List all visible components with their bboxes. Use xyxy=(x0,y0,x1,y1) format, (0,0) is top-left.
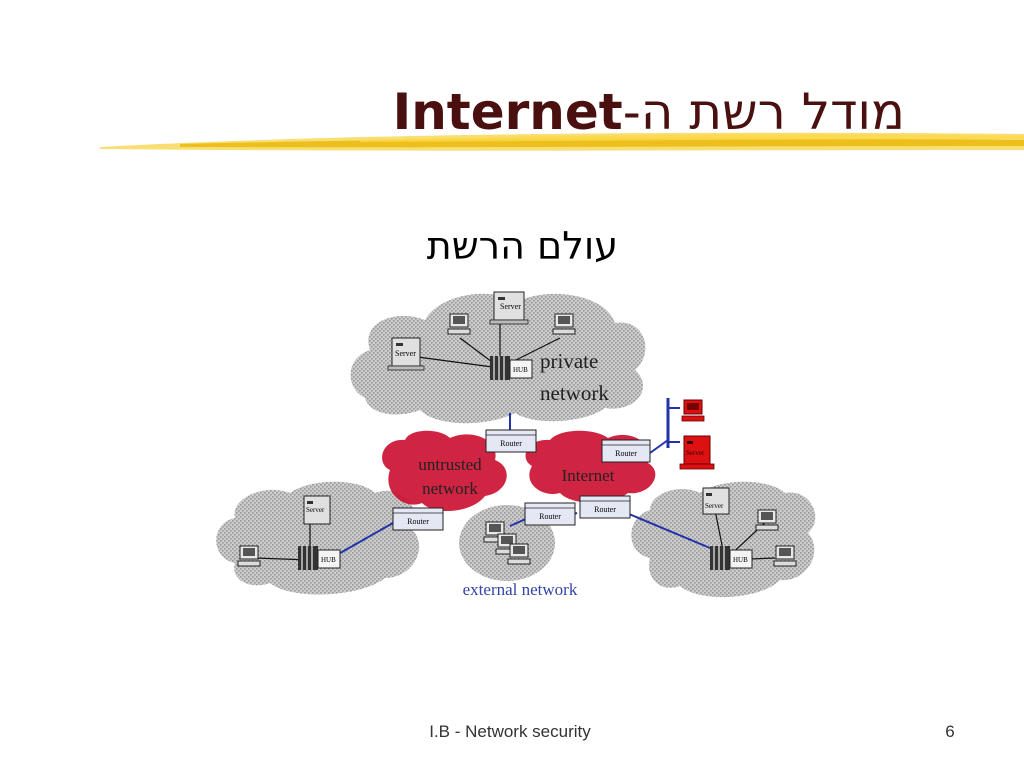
hub-label: HUB xyxy=(513,366,528,374)
router-label: Router xyxy=(500,439,522,448)
untrusted-network-label-line2: network xyxy=(422,479,478,498)
router-left: Router xyxy=(392,507,444,531)
slide-subtitle: עולם הרשת xyxy=(426,224,618,268)
title-underline-stroke xyxy=(100,132,1024,151)
internet-label: Internet xyxy=(562,466,615,485)
router-red-side: Router xyxy=(601,439,651,463)
network-diagram: Server Server Server Server Server HUB xyxy=(216,291,816,599)
left-lan-cloud xyxy=(216,481,420,595)
untrusted-network-cloud xyxy=(382,430,507,512)
server-left-lan: Server xyxy=(303,495,331,525)
router-external: Router xyxy=(524,502,576,526)
pc-icon xyxy=(552,313,576,335)
hub-left-lan: HUB xyxy=(297,545,341,571)
private-network-label-line2: network xyxy=(540,381,609,405)
external-network-label: external network xyxy=(463,580,578,599)
hub-right-lan: HUB xyxy=(709,545,753,571)
pc-icon xyxy=(447,313,471,335)
server-private-left: Server xyxy=(387,337,425,371)
pc-icon xyxy=(237,545,261,567)
pc-icon xyxy=(507,543,531,565)
server-right-lan: Server xyxy=(702,487,730,515)
slide-footer: I.B - Network security xyxy=(429,722,591,741)
title-latin: Internet xyxy=(392,83,623,141)
server-label: Server xyxy=(306,506,325,514)
pc-red xyxy=(681,399,705,422)
server-label: Server xyxy=(686,449,705,457)
untrusted-network-label-line1: untrusted xyxy=(418,455,482,474)
router-private: Router xyxy=(485,429,537,453)
hub-label: HUB xyxy=(321,556,336,564)
server-private-top: Server xyxy=(489,291,529,325)
router-right: Router xyxy=(579,495,631,519)
title-hebrew: מודל רשת ה- xyxy=(622,83,905,141)
server-label: Server xyxy=(500,302,521,311)
private-network-label-line1: private xyxy=(540,349,598,373)
slide-title: מודל רשת ה-Internet xyxy=(300,82,905,142)
page-number: 6 xyxy=(945,722,955,741)
server-label: Server xyxy=(705,502,724,510)
pc-icon xyxy=(773,545,797,567)
hub-private: HUB xyxy=(489,355,533,381)
pc-icon xyxy=(755,509,779,531)
router-label: Router xyxy=(594,505,616,514)
router-label: Router xyxy=(615,449,637,458)
router-label: Router xyxy=(539,512,561,521)
server-label: Server xyxy=(395,349,416,358)
router-label: Router xyxy=(407,517,429,526)
server-red: Server xyxy=(679,435,715,470)
hub-label: HUB xyxy=(733,556,748,564)
